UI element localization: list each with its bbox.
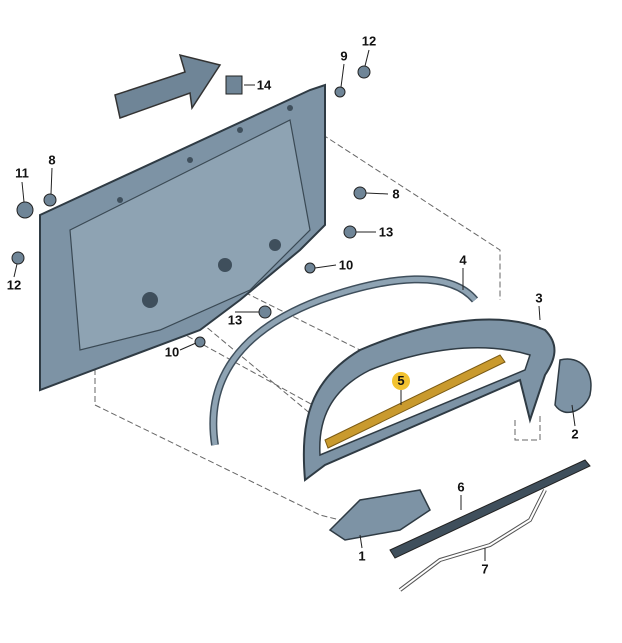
callout-13-left: 13 [227, 312, 243, 328]
callout-2: 2 [571, 426, 579, 442]
part-2-bracket [554, 358, 592, 414]
part-6-strip [389, 459, 591, 559]
direction-arrow [114, 53, 222, 119]
door-panel-detail [69, 119, 311, 351]
callout-1: 1 [358, 548, 366, 564]
callout-5-highlighted: 5 [392, 372, 410, 390]
callout-14: 14 [256, 77, 272, 93]
callout-9: 9 [340, 48, 348, 64]
callout-3: 3 [535, 290, 543, 306]
callout-6: 6 [457, 479, 465, 495]
callout-4: 4 [459, 252, 467, 268]
callout-7: 7 [481, 561, 489, 577]
leader-lines [13, 49, 576, 561]
callout-12-top: 12 [361, 33, 377, 49]
callout-13-right: 13 [378, 224, 394, 240]
bolts [11, 65, 371, 348]
callout-11: 11 [15, 165, 29, 181]
panel-holes [117, 105, 293, 308]
part-5-seal-strip [324, 354, 506, 449]
callout-8-right: 8 [392, 186, 400, 202]
callout-10-left: 10 [164, 344, 180, 360]
part-1-bracket [328, 489, 431, 541]
callout-8-left: 8 [48, 152, 56, 168]
callout-10-right: 10 [338, 257, 354, 273]
callout-12-left: 12 [6, 277, 22, 293]
